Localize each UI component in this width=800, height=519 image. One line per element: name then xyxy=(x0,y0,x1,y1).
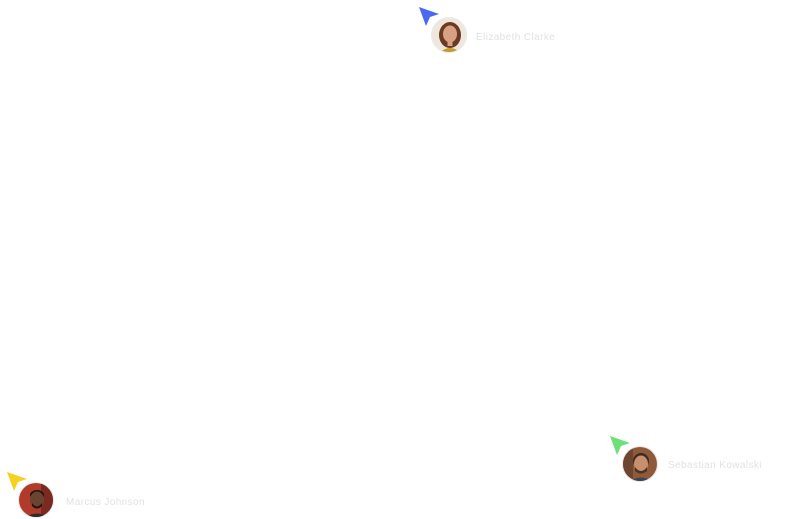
avatar xyxy=(18,482,54,518)
avatar xyxy=(431,17,467,53)
cursor-arrow-icon xyxy=(610,436,630,455)
cursor-arrow-icon xyxy=(7,472,27,491)
cursor-arrow-icon xyxy=(419,7,439,26)
cursor-user-name: Sebastian Kowalski xyxy=(668,460,762,471)
cursor-user-name: Elizabeth Clarke xyxy=(476,32,556,43)
cursor-user-name: Marcus Johnson xyxy=(66,497,145,508)
avatar xyxy=(622,446,658,482)
